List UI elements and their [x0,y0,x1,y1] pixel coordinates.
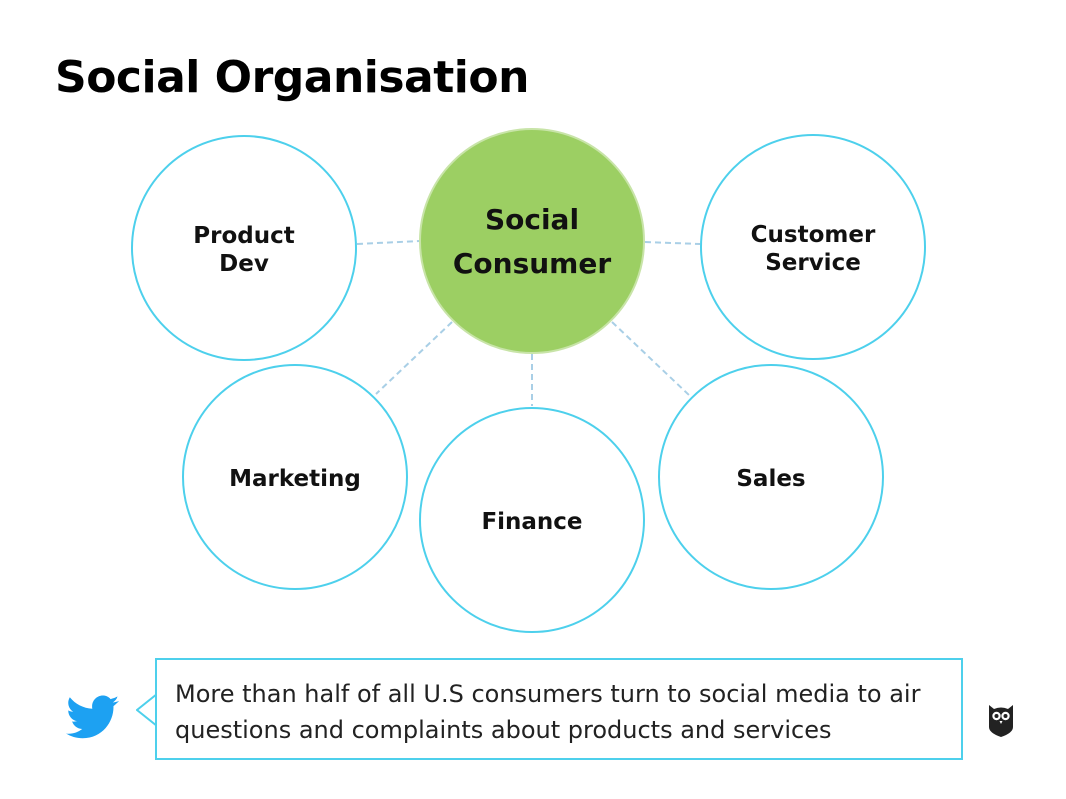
twitter-bird-icon [66,694,120,746]
node-social-consumer-label-2: Consumer [453,247,611,280]
node-customer-service-label-2: Service [765,250,861,276]
node-sales-label: Sales [736,466,805,492]
node-product-dev: Product Dev [131,135,357,361]
node-marketing: Marketing [182,364,408,590]
connector-product-dev [356,240,421,245]
node-customer-service-label-1: Customer [751,222,876,248]
node-finance: Finance [419,407,645,633]
hootsuite-owl-icon [988,703,1014,741]
node-customer-service: Customer Service [700,134,926,360]
node-product-dev-label-2: Dev [219,251,269,277]
node-finance-label: Finance [481,509,582,535]
callout-box: More than half of all U.S consumers turn… [155,658,963,760]
node-marketing-label: Marketing [229,466,361,492]
connector-marketing [375,321,453,395]
callout-text: More than half of all U.S consumers turn… [175,680,921,744]
node-social-consumer: Social Consumer [419,128,645,354]
connector-sales [611,321,691,397]
connectors [356,240,701,406]
connector-customer-service [644,241,701,245]
slide-title: Social Organisation [55,52,529,103]
node-product-dev-label-1: Product [193,223,294,249]
node-social-consumer-label-1: Social [485,203,579,236]
node-sales: Sales [658,364,884,590]
